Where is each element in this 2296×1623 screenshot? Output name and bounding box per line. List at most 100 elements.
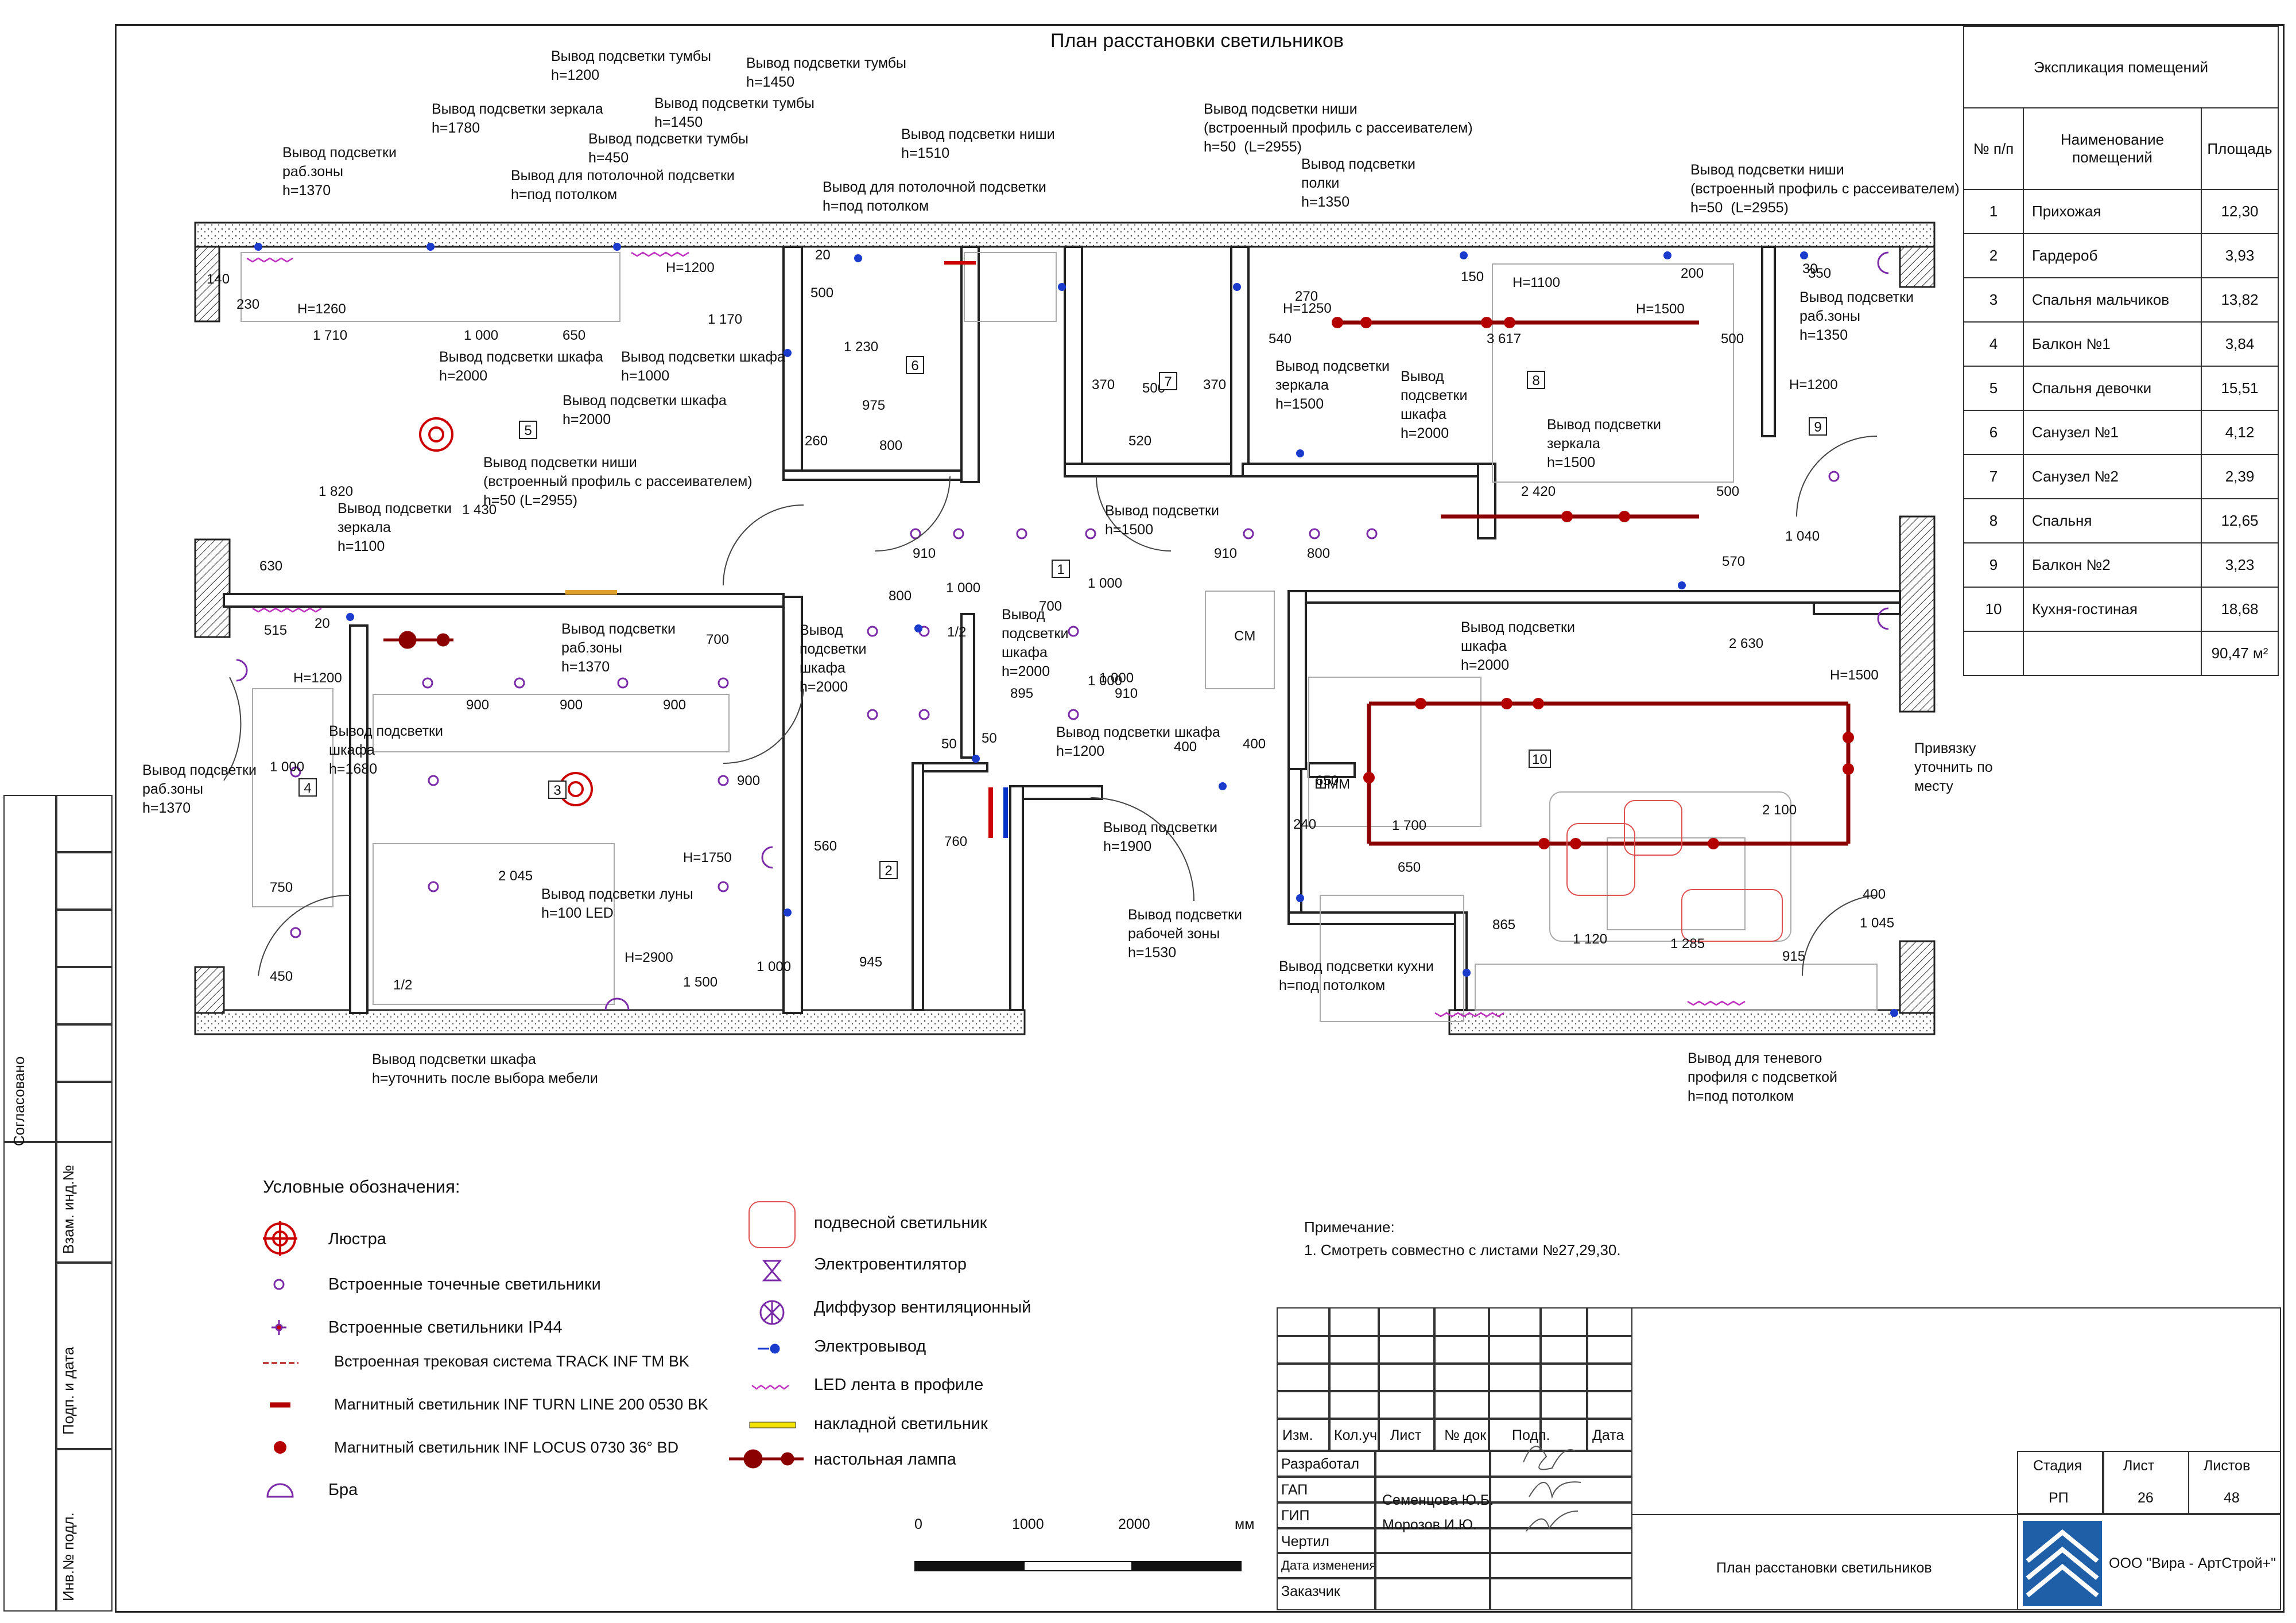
legend-led-strip: LED лента в профиле bbox=[814, 1376, 984, 1394]
dimension-label: 1/2 bbox=[393, 977, 413, 993]
legend-track: Встроенная трековая система TRACK INF TM… bbox=[334, 1353, 689, 1370]
dimension-label: 500 bbox=[1716, 484, 1740, 499]
dimension-label: 3 617 bbox=[1487, 331, 1522, 347]
label-mirror-h1100: Вывод подсветки зеркала h=1100 bbox=[338, 500, 452, 554]
dimension-label: 910 bbox=[913, 546, 936, 561]
dimension-label: 370 bbox=[1203, 377, 1227, 393]
dimension-label: 450 bbox=[270, 969, 293, 984]
doors bbox=[223, 436, 1878, 976]
dimension-label: 1 045 bbox=[1860, 915, 1895, 931]
scale-segment-3 bbox=[1133, 1561, 1242, 1571]
legend-surface-light: накладной светильник bbox=[814, 1415, 988, 1433]
dimension-label: 865 bbox=[1492, 917, 1516, 933]
dimension-label: 760 bbox=[944, 834, 968, 849]
label-niche-profile-c: Вывод подсветки ниши (встроенный профиль… bbox=[483, 455, 753, 508]
dimension-label: H=1260 bbox=[297, 301, 346, 317]
stamp-sheet: 26 bbox=[2138, 1490, 2154, 1506]
dimension-label: 1/2 bbox=[947, 624, 967, 640]
stamp-col-header: Подп. bbox=[1512, 1427, 1550, 1443]
stamp-company: ООО "Вира - АртСтрой+" bbox=[2109, 1555, 2276, 1571]
col-area: Площадь bbox=[2201, 107, 2279, 190]
col-number: № п/п bbox=[1963, 107, 2024, 190]
table-lamp bbox=[383, 631, 453, 649]
sconce-symbol bbox=[266, 1483, 294, 1498]
label-workarea-h1530: Вывод подсветки рабочей зоны h=1530 bbox=[1128, 907, 1242, 961]
room-number-9: 9 bbox=[1809, 417, 1827, 436]
row-number: 2 bbox=[1963, 233, 2024, 278]
locus-symbol bbox=[274, 1441, 286, 1454]
led-strip-symbol bbox=[751, 1384, 789, 1390]
scale-segment-1 bbox=[914, 1561, 1023, 1571]
dimension-label: 1 430 bbox=[462, 502, 497, 518]
row-number: 8 bbox=[1963, 498, 2024, 543]
dimension-label: 50 bbox=[941, 736, 957, 752]
label-mirror-h1500-a: Вывод подсветки зеркала h=1500 bbox=[1275, 358, 1390, 412]
dimension-label: 150 bbox=[1461, 269, 1484, 285]
chandelier-symbol bbox=[263, 1221, 297, 1256]
row-area: 4,12 bbox=[2201, 410, 2279, 455]
dimension-label: 20 bbox=[815, 247, 831, 263]
sconces bbox=[236, 251, 1889, 1011]
legend-title: Условные обозначения: bbox=[263, 1177, 460, 1197]
dimension-label: 140 bbox=[207, 271, 230, 287]
row-name: Кухня-гостиная bbox=[2023, 587, 2202, 632]
label-workzone-h1370-b: Вывод подсветки раб.зоны h=1370 bbox=[561, 621, 676, 675]
exterior-walls bbox=[194, 222, 1936, 1035]
label-light-h1900: Вывод подсветки h=1900 bbox=[1103, 820, 1217, 855]
label-wardrobe-h2000-f: Вывод подсветки шкафа h=2000 bbox=[1461, 619, 1575, 673]
dimension-label: 1 285 bbox=[1670, 936, 1705, 952]
label-kitchen-ceiling: Вывод подсветки кухни h=под потолком bbox=[1279, 958, 1434, 993]
dimension-label: 50 bbox=[982, 731, 997, 746]
label-workzone-h1370-a: Вывод подсветки раб.зоны h=1370 bbox=[282, 145, 397, 199]
label-workzone-h1350: Вывод подсветки раб.зоны h=1350 bbox=[1799, 289, 1914, 343]
row-name: Балкон №1 bbox=[2023, 321, 2202, 367]
legend-locus: Магнитный светильник INF LOCUS 0730 36° … bbox=[334, 1439, 679, 1456]
label-niche-profile-a: Вывод подсветки ниши (встроенный профиль… bbox=[1204, 101, 1473, 155]
furniture bbox=[241, 252, 1878, 1022]
dimension-label: 2 630 bbox=[1729, 636, 1764, 651]
dimension-label: 1 700 bbox=[1392, 818, 1427, 833]
stamp-sheets-header: Листов bbox=[2204, 1458, 2251, 1474]
stamp-gap-name: Семенцова Ю.Б. bbox=[1382, 1492, 1494, 1508]
row-area: 18,68 bbox=[2201, 587, 2279, 632]
dimension-label: 700 bbox=[706, 632, 730, 647]
dimension-label: 520 bbox=[1128, 433, 1152, 449]
dimension-label: 350 bbox=[1808, 266, 1832, 281]
dimension-label: 400 bbox=[1863, 887, 1886, 902]
dimension-label: 515 bbox=[264, 623, 288, 638]
legend-ip44: Встроенные светильники IP44 bbox=[328, 1318, 563, 1337]
dimension-label: 750 bbox=[270, 880, 293, 895]
table-lamp-symbol bbox=[729, 1449, 804, 1469]
row-name: Санузел №1 bbox=[2023, 410, 2202, 455]
stamp-col-header: Изм. bbox=[1282, 1427, 1313, 1443]
scale-tick-0: 0 bbox=[914, 1516, 922, 1532]
stamp-role: ГИП bbox=[1281, 1508, 1310, 1524]
company-logo bbox=[2023, 1521, 2102, 1606]
row-area: 12,65 bbox=[2201, 498, 2279, 543]
col-name: Наименование помещений bbox=[2023, 107, 2202, 190]
row-number: 10 bbox=[1963, 587, 2024, 632]
dimension-label: 975 bbox=[862, 398, 886, 413]
legend-sconce: Бра bbox=[328, 1481, 358, 1499]
dimension-label: 650 bbox=[1316, 773, 1339, 789]
row-area: 15,51 bbox=[2201, 366, 2279, 411]
room-number-6: 6 bbox=[906, 356, 924, 374]
label-niche-h1510: Вывод подсветки ниши h=1510 bbox=[901, 126, 1055, 161]
scale-bar: 0 1000 2000 мм bbox=[914, 1515, 1265, 1578]
dimension-label: 800 bbox=[1307, 546, 1331, 561]
stamp-col-header: Кол.уч bbox=[1334, 1427, 1377, 1443]
dimension-label: CM bbox=[1234, 628, 1256, 644]
dimension-label: 1 000 bbox=[464, 328, 499, 343]
dimension-label: 400 bbox=[1174, 739, 1197, 755]
vent-pipes bbox=[988, 787, 1008, 838]
suspended-lights bbox=[1566, 800, 1783, 942]
magnetic-spots bbox=[1332, 317, 1854, 849]
dimension-label: H=1100 bbox=[1512, 275, 1560, 290]
stamp-col-header: Лист bbox=[1390, 1427, 1422, 1443]
